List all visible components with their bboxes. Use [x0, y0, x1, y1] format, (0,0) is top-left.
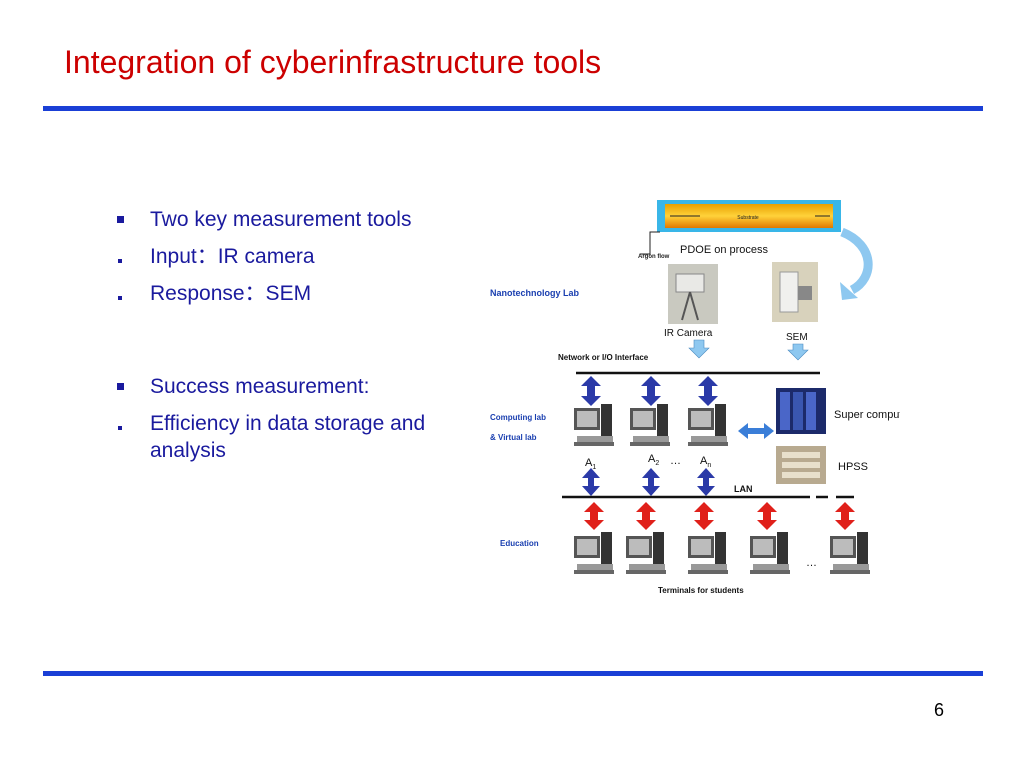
sem-down-arrow [787, 343, 809, 361]
a2-label: A2 [648, 453, 659, 467]
super-computer-label: Super computer [834, 409, 900, 421]
terminal-arrows [584, 502, 855, 530]
bullet-list: Two key measurement tools Input：IR camer… [110, 206, 480, 464]
ir-camera-photo [668, 264, 718, 324]
student-terminal [574, 532, 614, 574]
ellipsis: … [670, 455, 681, 467]
page-number: 6 [934, 700, 945, 720]
network-label: Network or I/O Interface [558, 353, 649, 362]
process-return-arrow [840, 282, 858, 300]
pdoe-tube: Substrate [657, 200, 841, 232]
bullet-item: Two key measurement tools [110, 206, 480, 233]
bullet-text: Success measurement: [150, 375, 370, 398]
bullet-item: Efficiency in data storage and analysis [110, 410, 480, 464]
dot-bullet-icon [110, 280, 130, 307]
terminal-ellipsis: … [806, 557, 817, 569]
virtual-lab-label: & Virtual lab [490, 433, 537, 442]
square-bullet-icon [110, 206, 130, 233]
nano-lab-label: Nanotechnology Lab [490, 288, 580, 298]
argon-flow-label: Argon flow [638, 254, 670, 260]
hpss-photo [776, 446, 826, 484]
bullet-text: Response：SEM [150, 282, 312, 305]
dot-bullet-icon [110, 243, 130, 270]
super-computer-photo [776, 388, 826, 434]
square-bullet-icon [110, 373, 130, 400]
student-terminal [830, 532, 870, 574]
computing-pc [574, 404, 614, 446]
bullet-text: Input：IR camera [150, 245, 315, 268]
camera-down-arrow [688, 339, 710, 359]
sem-photo [772, 262, 818, 322]
bullet-item: Response：SEM [110, 280, 480, 307]
student-terminal [688, 532, 728, 574]
top-divider [43, 106, 983, 111]
pdoe-label: PDOE on process [680, 244, 769, 256]
computing-pc [688, 404, 728, 446]
pc-super-link-arrow [738, 423, 774, 439]
cyberinfrastructure-diagram: Substrate Argon flow PDOE on process Nan… [480, 190, 913, 615]
student-terminal [626, 532, 666, 574]
slide-title: Integration of cyberinfrastructure tools [64, 44, 602, 80]
dot-bullet-icon [110, 410, 130, 437]
sem-label: SEM [786, 332, 808, 343]
hpss-label: HPSS [838, 461, 868, 473]
education-label: Education [500, 539, 539, 548]
lan-up-arrows [582, 468, 715, 496]
ir-camera-label: IR Camera [664, 328, 713, 339]
bottom-divider [43, 671, 983, 676]
computing-pc [630, 404, 670, 446]
network-arrows [581, 376, 718, 406]
bullet-text: Two key measurement tools [150, 208, 412, 231]
terminals-label: Terminals for students [658, 586, 744, 595]
tube-label: Substrate [737, 215, 759, 221]
lan-label: LAN [734, 484, 753, 494]
bullet-item: Input：IR camera [110, 243, 480, 270]
bullet-item: Success measurement: [110, 373, 480, 400]
an-label: An [700, 455, 711, 469]
student-terminal [750, 532, 790, 574]
a1-label: A1 [585, 457, 596, 471]
computing-lab-label: Computing lab [490, 413, 546, 422]
bullet-text: Efficiency in data storage and analysis [150, 412, 426, 462]
